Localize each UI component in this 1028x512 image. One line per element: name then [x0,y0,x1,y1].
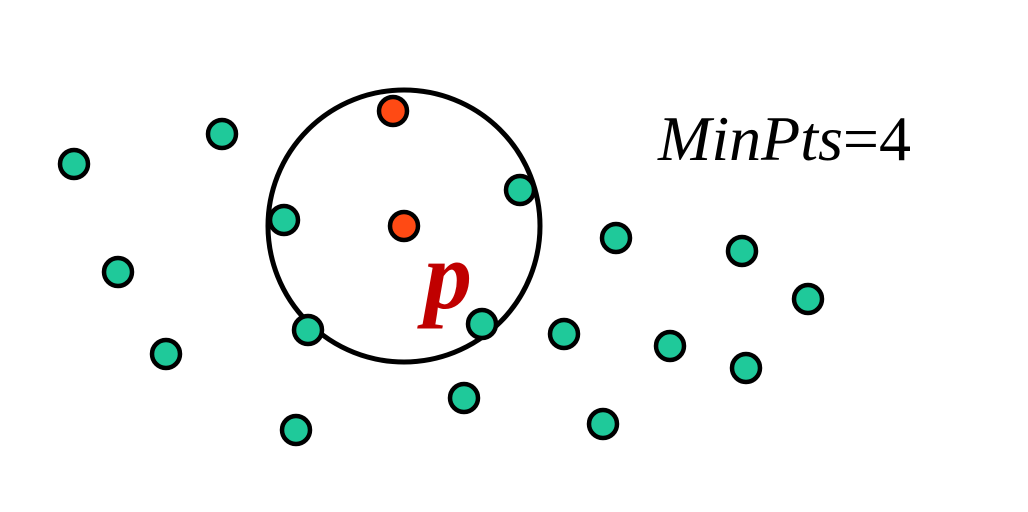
neighborhood-circle [265,87,543,365]
regular-point [586,407,620,441]
regular-point [599,221,633,255]
minpts-value: 4 [879,103,911,174]
regular-point [447,381,481,415]
regular-points [57,117,825,447]
regular-point [205,117,239,151]
regular-point [291,313,325,347]
minpts-equals: = [843,103,879,174]
regular-point [57,147,91,181]
regular-point [101,255,135,289]
minpts-name: MinPts [657,103,843,174]
highlighted-points [376,94,421,243]
regular-point [503,173,537,207]
regular-point [653,329,687,363]
regular-point [791,282,825,316]
regular-point [729,351,763,385]
regular-point [267,203,301,237]
regular-point [279,413,313,447]
regular-point [465,307,499,341]
core-point-label: p [417,222,472,329]
regular-point [725,234,759,268]
regular-point [547,317,581,351]
highlighted-point [387,209,421,243]
minpts-label: MinPts=4 [657,103,911,174]
highlighted-point [376,94,410,128]
regular-point [149,337,183,371]
